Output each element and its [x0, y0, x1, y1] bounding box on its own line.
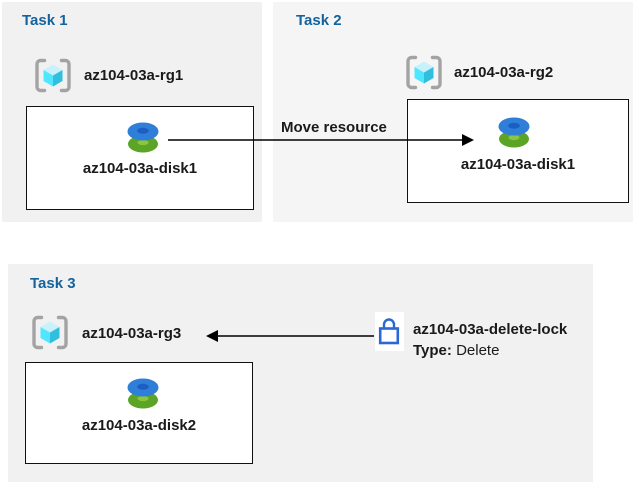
arrow-head-left-icon	[206, 330, 218, 342]
task3-resource-group-label: az104-03a-rg3	[82, 325, 182, 342]
task3-title: Task 3	[30, 275, 76, 292]
resource-group-icon	[406, 55, 442, 90]
disk-blue-hole	[508, 122, 520, 129]
resource-group-icon	[35, 58, 71, 93]
cube-left-face	[40, 327, 50, 344]
disk-blue-hole	[137, 127, 149, 134]
disk-blue-hole	[137, 383, 149, 390]
task2-disk-label: az104-03a-disk1	[460, 156, 576, 173]
cube-right-face	[50, 327, 60, 344]
disk-icon	[127, 378, 159, 409]
disk-icon	[127, 122, 159, 153]
task1-resource-group-label: az104-03a-rg1	[84, 67, 184, 84]
lock-arrow	[206, 330, 374, 342]
task1-title: Task 1	[22, 12, 68, 29]
resource-group-icon	[32, 315, 68, 350]
cube-right-face	[53, 70, 63, 87]
task2-resource-group-label: az104-03a-rg2	[454, 64, 554, 81]
bracket-left	[406, 55, 418, 90]
bracket-left	[32, 315, 44, 350]
task1-disk-label: az104-03a-disk1	[82, 160, 198, 177]
delete-lock-type: Type: Delete	[413, 342, 499, 359]
cube-left-face	[43, 70, 53, 87]
delete-lock-type-label: Type:	[413, 342, 452, 359]
task3-disk-label: az104-03a-disk2	[81, 417, 197, 434]
bracket-left	[35, 58, 47, 93]
move-resource-label: Move resource	[281, 119, 387, 136]
arrow-head-right-icon	[462, 134, 474, 146]
move-resource-arrow	[168, 134, 474, 146]
delete-lock-name: az104-03a-delete-lock	[413, 321, 568, 338]
lock-shackle	[382, 318, 396, 329]
lock-body	[378, 327, 400, 345]
cube-right-face	[424, 67, 434, 84]
disk-green-hole	[508, 134, 520, 141]
bracket-right	[56, 315, 68, 350]
cube-left-face	[414, 67, 424, 84]
lock-icon	[378, 318, 400, 345]
task2-disk-box	[407, 99, 629, 203]
task2-title: Task 2	[296, 12, 342, 29]
disk-green-hole	[137, 395, 149, 402]
delete-lock-type-value: Delete	[456, 342, 500, 359]
disk-green-hole	[137, 139, 149, 146]
bracket-right	[59, 58, 71, 93]
disk-icon	[498, 117, 530, 148]
bracket-right	[430, 55, 442, 90]
